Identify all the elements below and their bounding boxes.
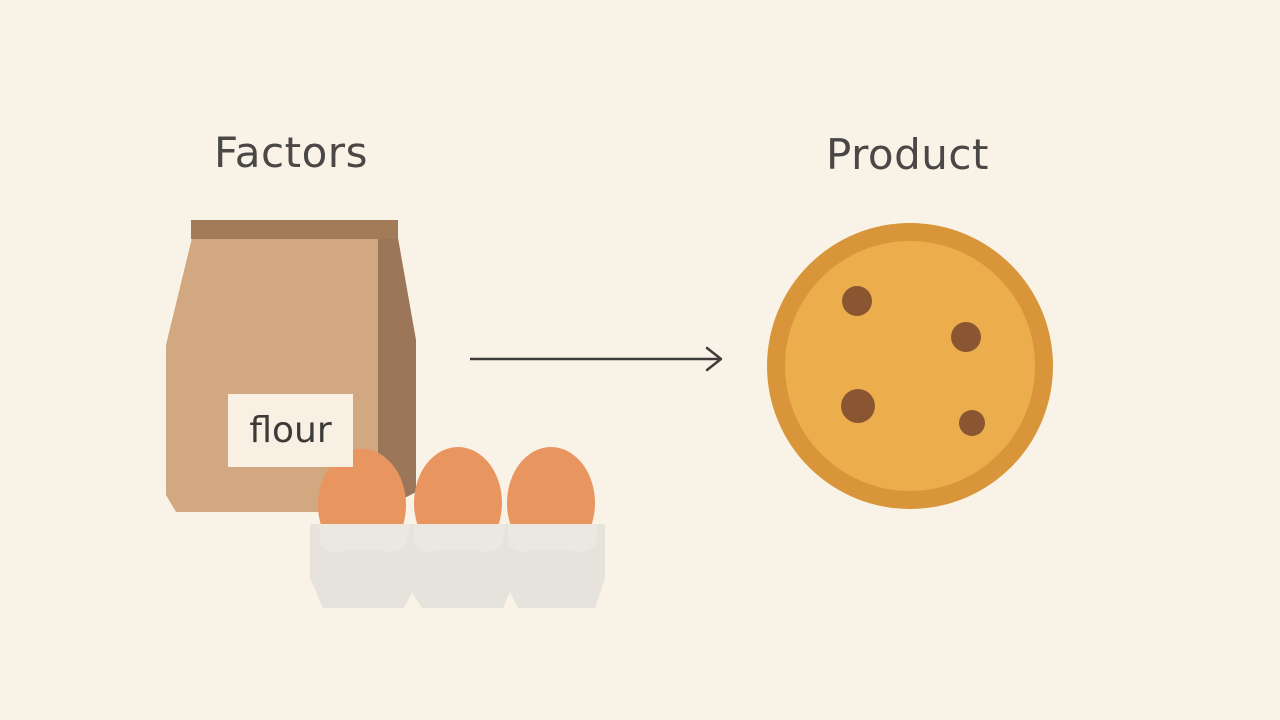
flour-label: flour (228, 394, 353, 467)
chocolate-chip (951, 322, 981, 352)
chocolate-chip (841, 389, 875, 423)
factors-heading: Factors (214, 128, 368, 177)
carton-cup-2 (414, 524, 506, 553)
bag-top-fold (191, 220, 398, 239)
chocolate-chip (959, 410, 985, 436)
carton-cup-3 (508, 524, 598, 553)
arrow-head (705, 346, 723, 372)
chocolate-chip (842, 286, 872, 316)
bag-side (378, 238, 416, 512)
right-arrow-icon (470, 346, 723, 372)
cookie-icon (767, 223, 1053, 509)
flour-label-text: flour (249, 410, 332, 451)
cookie-face (785, 241, 1035, 491)
product-heading: Product (826, 130, 989, 179)
egg-carton-icon (310, 447, 605, 608)
carton-cup-1 (320, 524, 410, 553)
